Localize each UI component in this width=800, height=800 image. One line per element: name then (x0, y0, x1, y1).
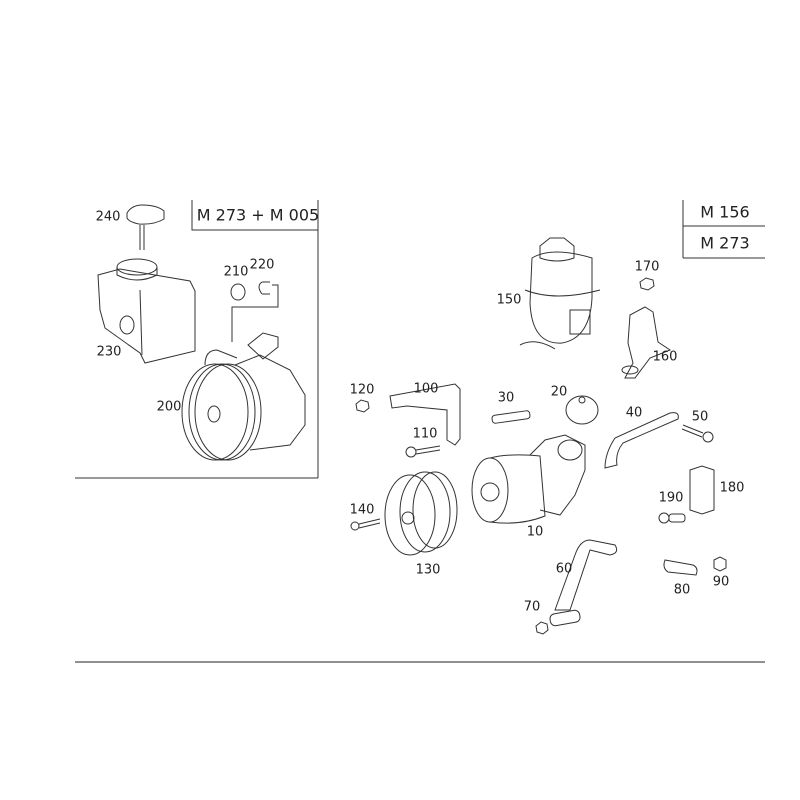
right-variant-frame (682, 200, 765, 259)
part-label-220[interactable]: 220 (249, 257, 275, 273)
part-240-cap (126, 204, 165, 250)
part-label-230[interactable]: 230 (96, 344, 122, 360)
variant-label-m156: M 156 (700, 202, 750, 222)
part-label-140[interactable]: 140 (349, 502, 375, 518)
part-190-bolt (658, 512, 686, 524)
part-180-spacer (689, 465, 715, 515)
part-170-nut (639, 277, 655, 291)
part-150-reservoir (519, 237, 601, 350)
part-100-bracket (389, 383, 461, 446)
part-90-nut (713, 556, 727, 572)
part-label-80[interactable]: 80 (673, 582, 691, 598)
part-130-pulley (384, 471, 458, 556)
part-80-plate (663, 559, 698, 576)
left-variant-frame (75, 200, 319, 479)
part-label-110[interactable]: 110 (412, 426, 438, 442)
part-label-70[interactable]: 70 (523, 599, 541, 615)
part-label-40[interactable]: 40 (625, 405, 643, 421)
part-110-bolt (405, 445, 441, 458)
part-label-120[interactable]: 120 (349, 382, 375, 398)
leader-line (231, 284, 279, 342)
part-label-130[interactable]: 130 (415, 562, 441, 578)
part-200-power-steering-pump (181, 332, 306, 461)
part-40-bracket-arm (604, 412, 679, 469)
part-label-30[interactable]: 30 (497, 390, 515, 406)
part-label-160[interactable]: 160 (652, 349, 678, 365)
part-50-bolt (681, 424, 714, 443)
part-label-190[interactable]: 190 (658, 490, 684, 506)
part-20-cap (565, 395, 599, 425)
part-label-100[interactable]: 100 (413, 381, 439, 397)
part-label-10[interactable]: 10 (526, 524, 544, 540)
part-140-bolt (350, 518, 381, 531)
part-30-fitting (491, 410, 531, 424)
part-label-200[interactable]: 200 (156, 399, 182, 415)
variant-label-m273: M 273 (700, 233, 750, 253)
part-70-nut (535, 621, 549, 635)
part-230-reservoir (97, 258, 196, 364)
part-label-20[interactable]: 20 (550, 384, 568, 400)
part-label-180[interactable]: 180 (719, 480, 745, 496)
part-60-bracket-arm (554, 539, 618, 611)
part-120-nut (355, 399, 370, 413)
part-220-clip (258, 281, 270, 295)
part-label-90[interactable]: 90 (712, 574, 730, 590)
part-label-50[interactable]: 50 (691, 409, 709, 425)
part-label-150[interactable]: 150 (496, 292, 522, 308)
part-160-bracket (621, 306, 672, 379)
part-label-210[interactable]: 210 (223, 264, 249, 280)
part-label-240[interactable]: 240 (95, 209, 121, 225)
variant-label-left: M 273 + M 005 (196, 205, 320, 225)
part-10-power-steering-pump (471, 434, 586, 524)
part-label-170[interactable]: 170 (634, 259, 660, 275)
part-label-60[interactable]: 60 (555, 561, 573, 577)
part-210-seal-ring (230, 283, 246, 301)
part-70-sleeve (549, 609, 581, 627)
